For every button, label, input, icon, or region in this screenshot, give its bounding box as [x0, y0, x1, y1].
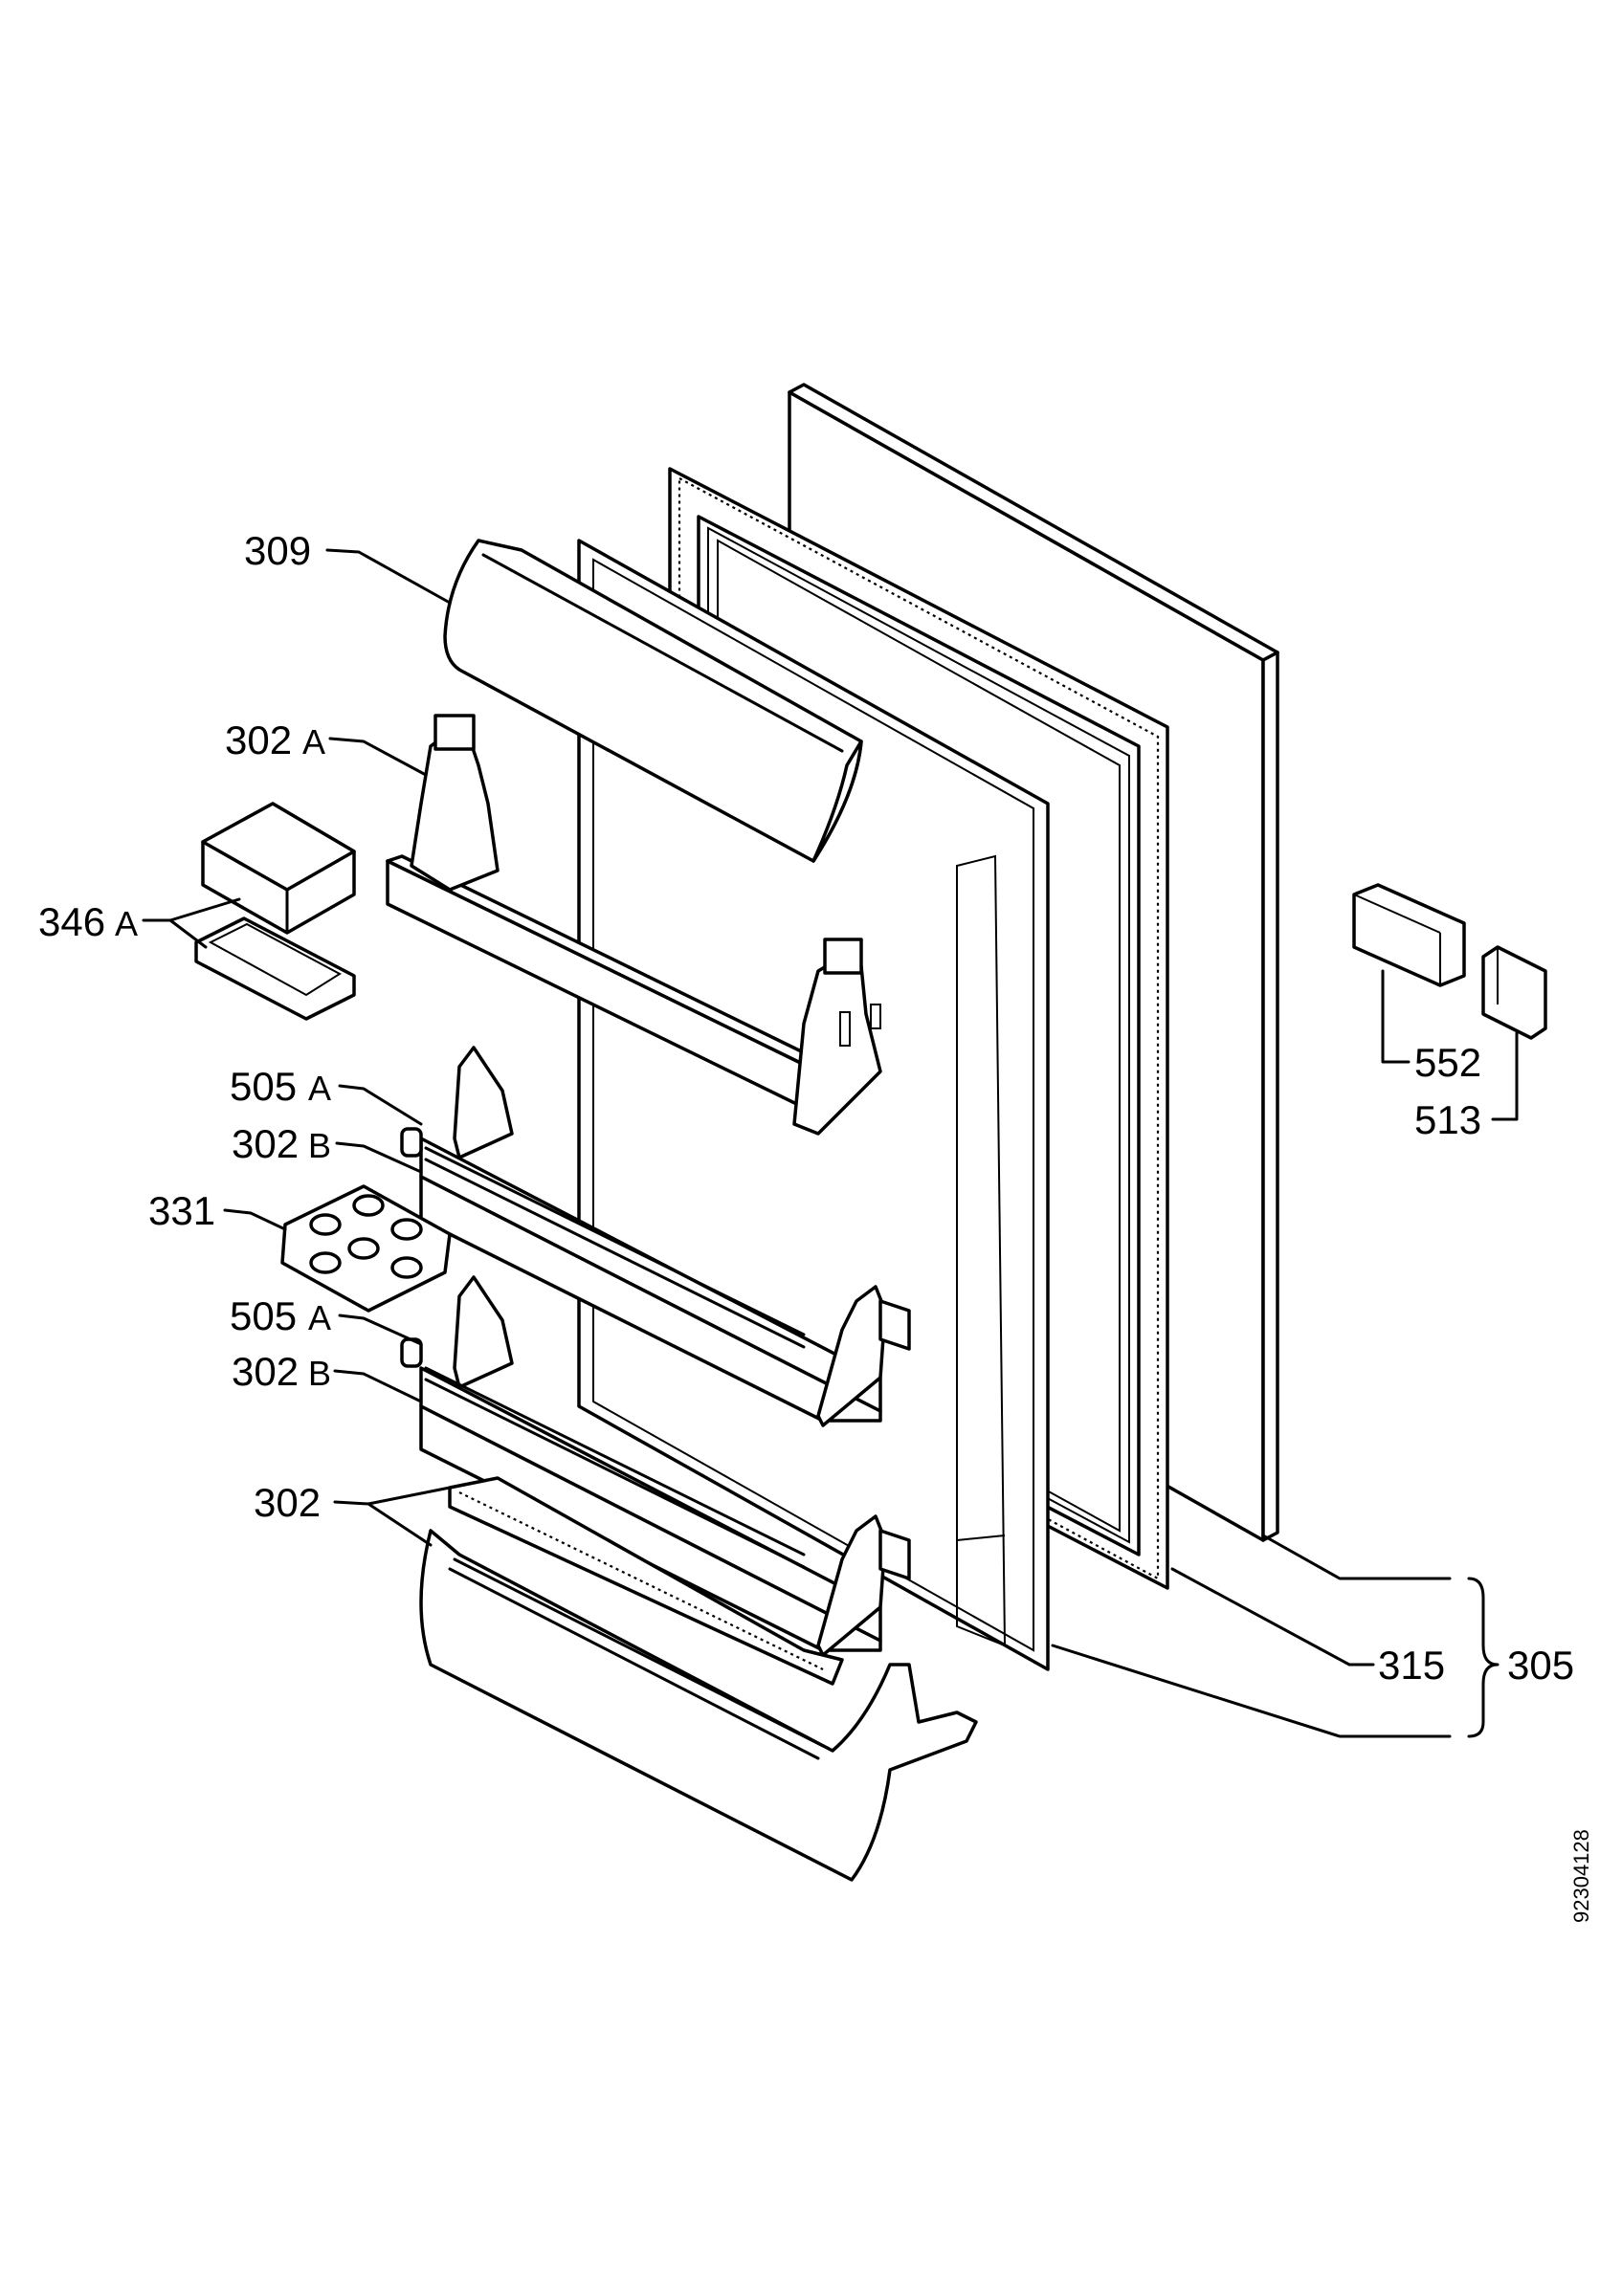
label-505a-2-suffix: A	[308, 1298, 331, 1337]
label-302b-2-suffix: B	[308, 1354, 331, 1393]
reference-labels: 309 302 A 346 A 505 A 302 B 331 505 A 30…	[38, 528, 1574, 1688]
bottle-shelf-302	[419, 1476, 978, 1882]
label-305: 305	[1507, 1643, 1574, 1688]
door-rack-302a	[386, 714, 882, 1136]
label-513: 513	[1414, 1097, 1481, 1142]
label-302a: 302	[225, 718, 292, 762]
label-302b-1: 302	[232, 1121, 299, 1166]
label-331: 331	[148, 1188, 215, 1233]
label-302b-2: 302	[232, 1349, 299, 1394]
label-505a-1: 505	[230, 1064, 297, 1109]
label-302: 302	[254, 1480, 321, 1525]
label-315: 315	[1378, 1643, 1445, 1688]
label-309: 309	[244, 528, 311, 573]
label-552: 552	[1414, 1040, 1481, 1085]
egg-tray-331	[280, 1184, 452, 1313]
leader-lines	[142, 548, 1519, 1738]
label-505a-1-suffix: A	[308, 1069, 331, 1108]
label-346a-suffix: A	[115, 904, 138, 943]
hinge-pin-513	[1481, 945, 1547, 1040]
drawing-number: 92304128	[1569, 1829, 1593, 1923]
hinge-bracket-552	[1352, 883, 1466, 987]
door-shelf-upper	[400, 1046, 911, 1427]
label-302b-1-suffix: B	[308, 1126, 331, 1165]
label-302a-suffix: A	[302, 722, 325, 762]
shelf-cover-309	[443, 539, 863, 863]
label-346a: 346	[38, 899, 105, 944]
label-505a-2: 505	[230, 1293, 297, 1338]
butter-box-346a	[194, 802, 356, 1021]
door-shelf-lower	[400, 1275, 911, 1657]
